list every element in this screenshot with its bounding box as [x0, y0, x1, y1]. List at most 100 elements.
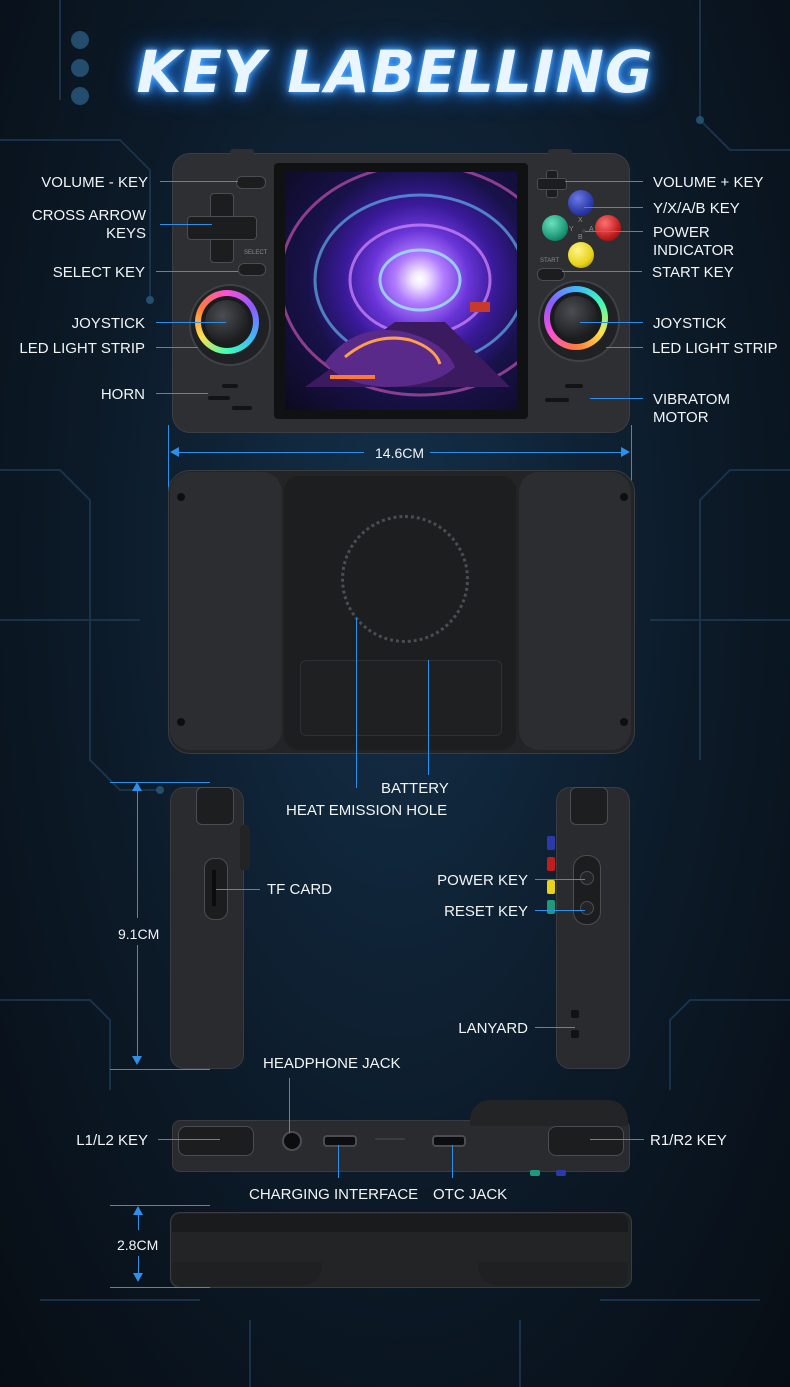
back-grip-right [519, 472, 631, 750]
label-horn: HORN [100, 386, 145, 403]
side-btn-yellow [547, 880, 555, 894]
screen-tunnel-art [285, 172, 517, 397]
leader-start [562, 271, 642, 272]
label-vibration-1: VIBRATOM [653, 391, 730, 408]
label-led-left: LED LIGHT STRIP [19, 340, 145, 357]
vibration-slot-2 [545, 398, 569, 402]
btn-x-print: X [578, 217, 583, 224]
label-otg-jack: OTC JACK [433, 1186, 508, 1203]
leader-vibration [590, 398, 643, 399]
leader-cross-arrow [160, 224, 212, 225]
label-heat-emission-hole: HEAT EMISSION HOLE [286, 802, 448, 819]
top-edge-vent [375, 1138, 405, 1140]
volume-plus-button[interactable] [537, 170, 567, 198]
bottom-grip-right [478, 1262, 628, 1286]
dimension-height-line-top [137, 790, 138, 918]
l1l2-key[interactable] [178, 1126, 254, 1156]
label-headphone-jack: HEADPHONE JACK [263, 1055, 401, 1072]
leader-lanyard [535, 1027, 575, 1028]
power-indicator-light [582, 229, 586, 233]
leader-headphone-jack [289, 1078, 290, 1133]
volume-plus-horizontal [537, 178, 567, 190]
label-r1r2-key: R1/R2 KEY [650, 1132, 727, 1149]
dimension-height-label: 9.1CM [118, 926, 160, 942]
side-btn-blue [547, 836, 555, 850]
dimension-thickness-line-top [138, 1213, 139, 1230]
screw-br [620, 718, 628, 726]
label-l1l2-key: L1/L2 KEY [76, 1132, 148, 1149]
label-reset-key: RESET KEY [444, 903, 528, 920]
label-led-right: LED LIGHT STRIP [652, 340, 778, 357]
leader-heat-hole [356, 618, 357, 788]
start-print: START [540, 258, 560, 264]
screw-bl [177, 718, 185, 726]
label-volume-minus: VOLUME - KEY [41, 174, 148, 191]
button-y[interactable] [542, 215, 568, 241]
button-a[interactable] [595, 215, 621, 241]
side-left-edge [240, 825, 250, 870]
leader-yxab [584, 207, 643, 208]
horn-slot-3 [232, 406, 252, 410]
side-right-shoulder [570, 787, 608, 825]
leader-otg [452, 1145, 453, 1178]
device-front-shoulder-left [230, 149, 254, 155]
power-key[interactable] [580, 871, 594, 885]
bottom-grip-left [172, 1262, 322, 1286]
lanyard-hole-1 [571, 1010, 579, 1018]
dimension-width-tick-right [631, 425, 632, 495]
top-edge-btn-blue [556, 1170, 566, 1176]
dimension-width-label: 14.6CM [375, 445, 425, 461]
label-charging-interface: CHARGING INTERFACE [249, 1186, 419, 1203]
select-button[interactable] [238, 263, 266, 276]
joystick-right[interactable] [554, 296, 598, 340]
leader-tf-card [216, 889, 260, 890]
label-power-indicator-2: INDICATOR [653, 242, 735, 259]
r1r2-key[interactable] [548, 1126, 624, 1156]
dimension-width-line-left [172, 452, 364, 453]
leader-joystick-left [156, 322, 226, 323]
label-cross-arrow-keys-2: KEYS [105, 225, 146, 242]
btn-y-print: Y [569, 226, 574, 233]
leader-joystick-right [580, 322, 643, 323]
headphone-jack [282, 1131, 302, 1151]
leader-r1r2 [590, 1139, 644, 1140]
label-start-key: START KEY [652, 264, 734, 281]
leader-l1l2 [158, 1139, 220, 1140]
label-vibration-2: MOTOR [653, 409, 709, 426]
dimension-height-tick-top [110, 782, 210, 783]
leader-led-right [606, 347, 643, 348]
side-btn-red [547, 857, 555, 871]
dimension-thickness-tick-bottom [110, 1287, 210, 1288]
label-cross-arrow-keys-1: CROSS ARROW [31, 207, 146, 224]
label-joystick-right: JOYSTICK [653, 315, 727, 332]
side-left-shoulder [196, 787, 234, 825]
volume-minus-button[interactable] [236, 176, 266, 189]
leader-horn [156, 393, 208, 394]
start-button[interactable] [537, 268, 565, 281]
label-battery: BATTERY [381, 780, 449, 797]
label-select-key: SELECT KEY [52, 264, 145, 281]
back-grip-left [170, 472, 282, 750]
dimension-height-tick-bottom [110, 1069, 210, 1070]
label-yxab-key: Y/X/A/B KEY [653, 200, 740, 217]
horn-slot-2 [208, 396, 230, 400]
dimension-width-tick-left [168, 425, 169, 495]
page-title: KEY LABELLING [136, 38, 654, 106]
leader-battery [428, 660, 429, 775]
bottom-screen-strip [172, 1214, 628, 1232]
heat-emission-hole [341, 515, 469, 643]
leader-select [156, 271, 238, 272]
reset-key[interactable] [580, 901, 594, 915]
dimension-thickness-line-bottom [138, 1256, 139, 1274]
leader-power-indicator [585, 231, 643, 232]
device-front-shoulder-right [548, 149, 572, 155]
screw-tr [620, 493, 628, 501]
button-b[interactable] [568, 242, 594, 268]
button-x[interactable] [568, 190, 594, 216]
top-edge-bump-right [470, 1100, 628, 1126]
leader-reset-key [535, 910, 585, 911]
label-joystick-left: JOYSTICK [71, 315, 145, 332]
leader-volume-plus [565, 181, 643, 182]
dpad-center [211, 217, 231, 237]
